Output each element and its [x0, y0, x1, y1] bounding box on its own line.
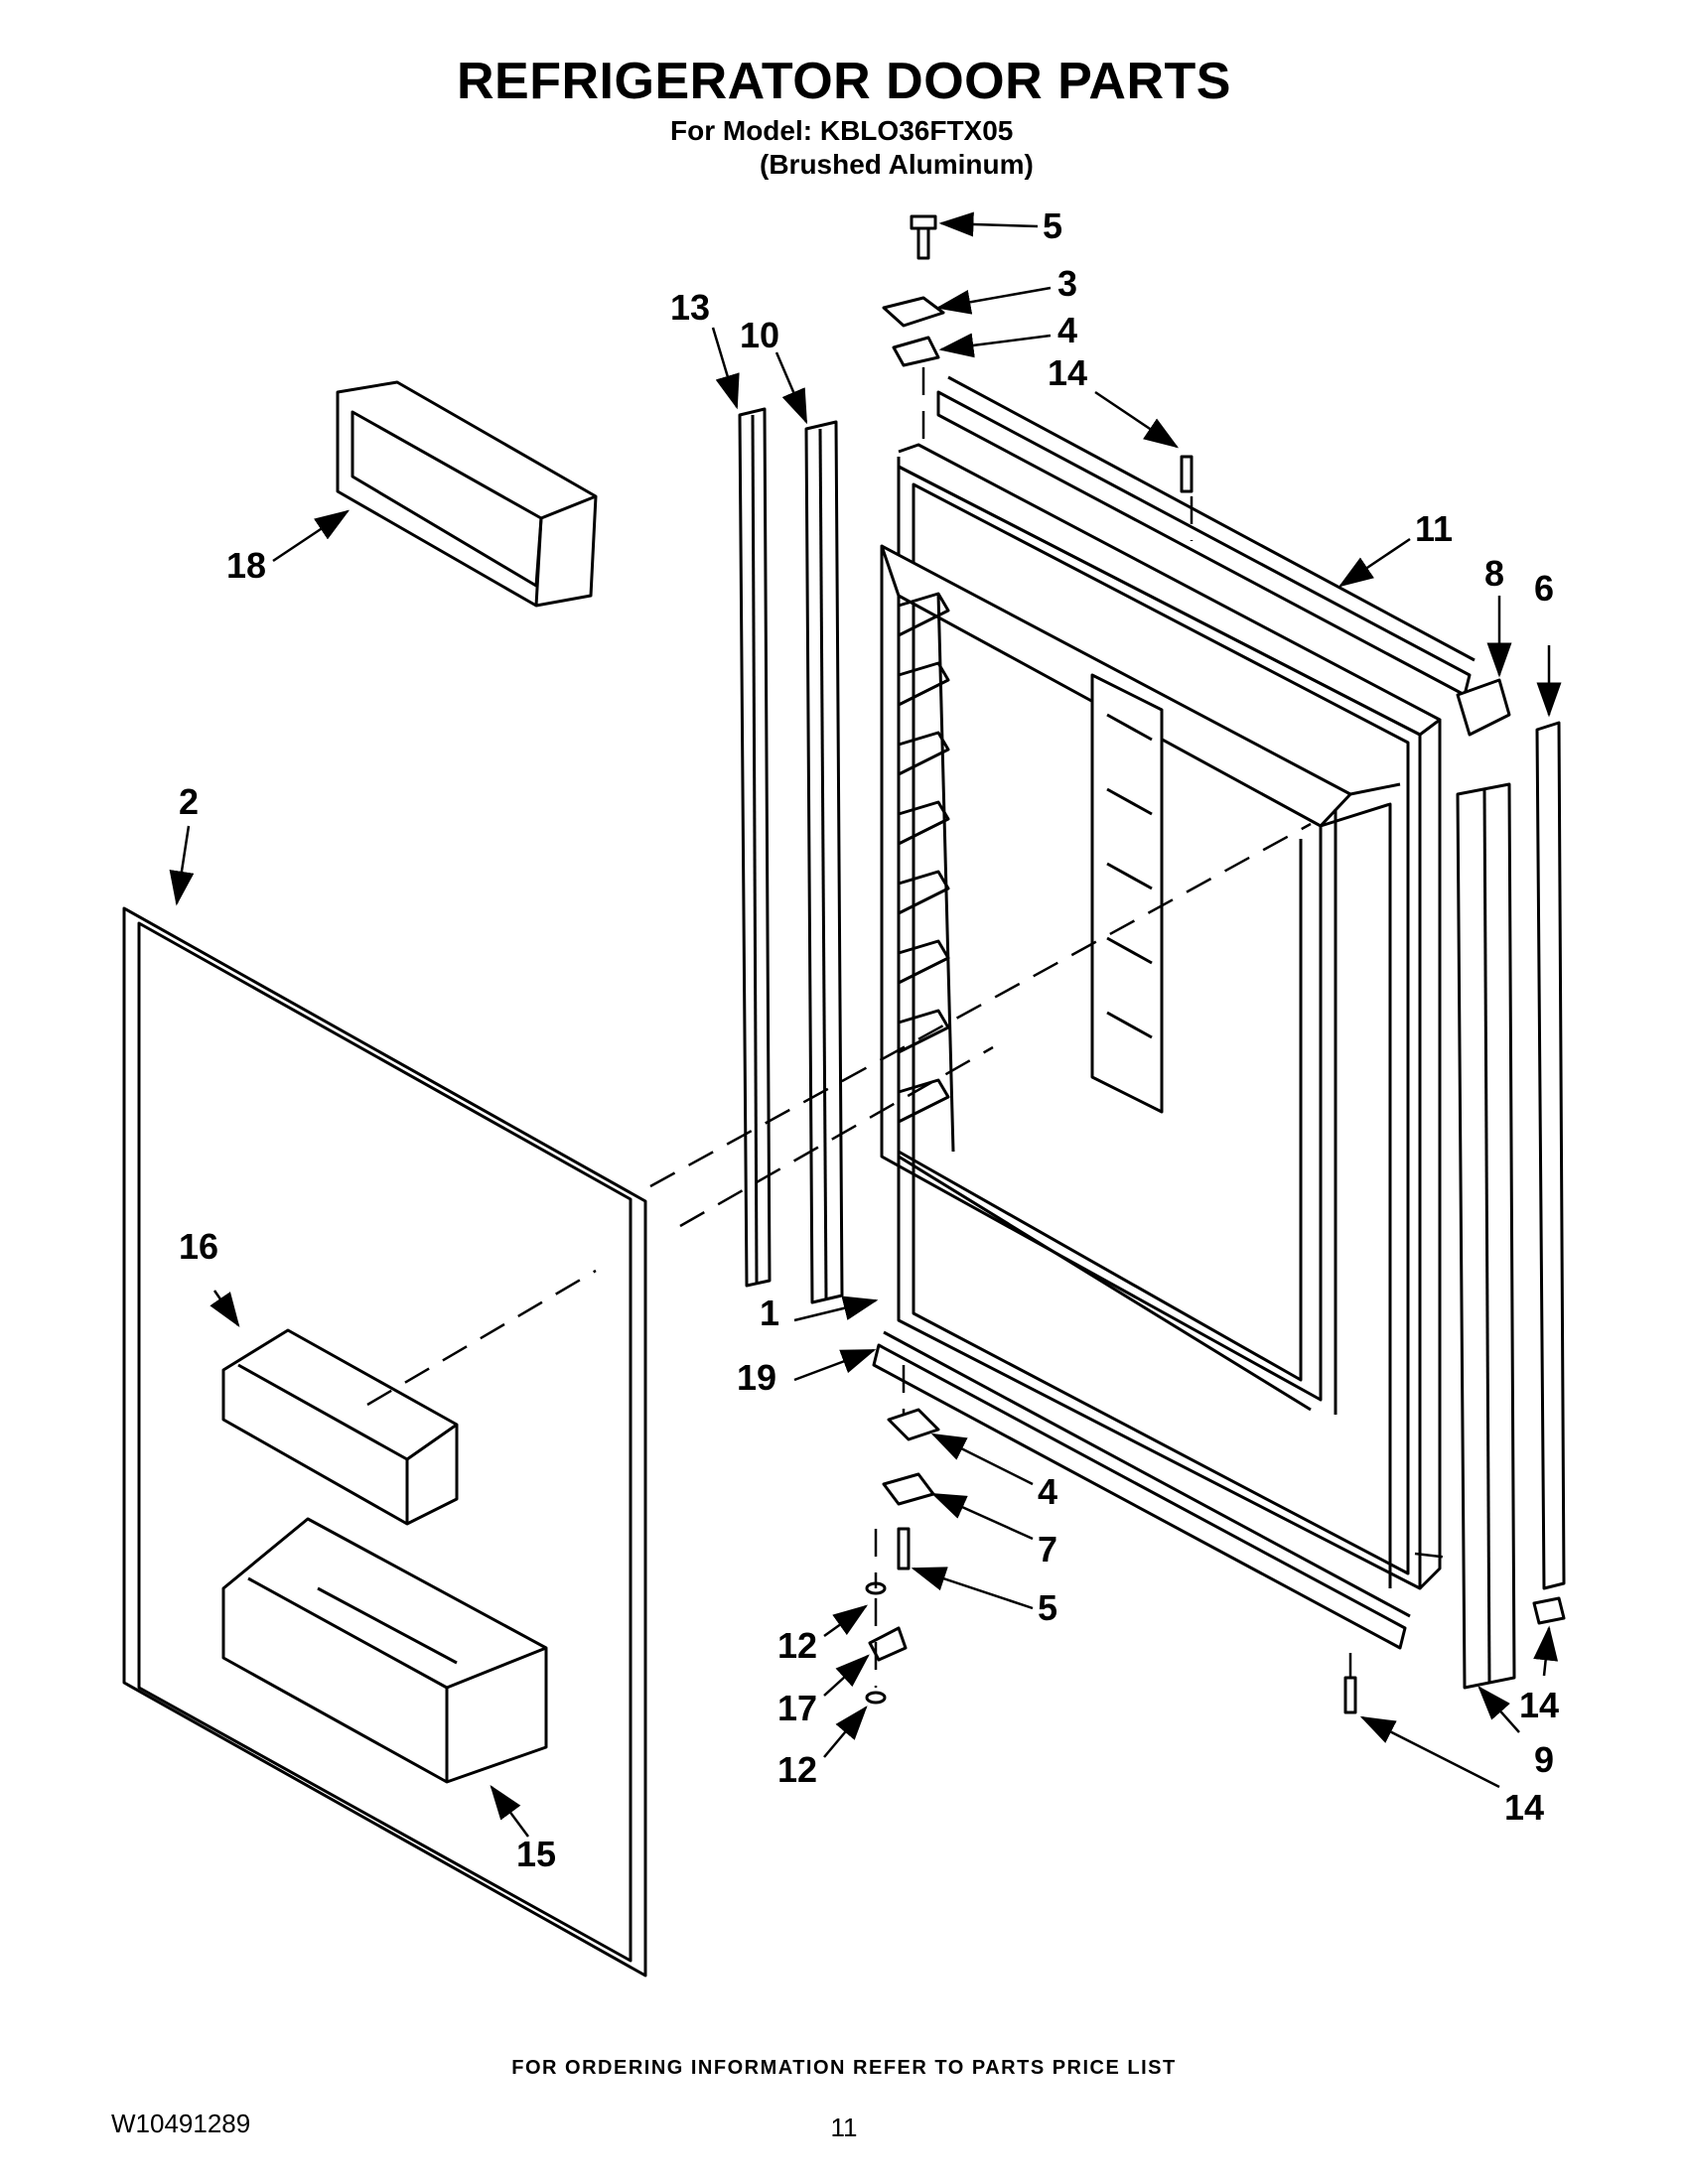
callout-14-top: 14 [1048, 352, 1087, 393]
bottom-hinge-assembly [865, 1408, 940, 1705]
callout-5-top: 5 [1043, 205, 1062, 246]
callout-14-right: 14 [1519, 1685, 1559, 1725]
right-trim-6 [1535, 721, 1566, 1590]
door-liner [880, 443, 1442, 1590]
callout-1: 1 [760, 1293, 779, 1333]
top-hinge-assembly [882, 214, 945, 367]
finish-line: (Brushed Aluminum) [760, 149, 1034, 180]
hinge-cam-8 [1456, 678, 1511, 737]
callout-8: 8 [1484, 553, 1504, 594]
callout-15: 15 [516, 1834, 556, 1874]
callout-5-bottom: 5 [1038, 1587, 1057, 1628]
alignment-lines [366, 367, 1459, 1688]
callout-2: 2 [179, 781, 199, 822]
model-line: For Model: KBLO36FTX05 [670, 115, 1014, 146]
left-shelf-brackets [898, 592, 955, 1153]
callout-6: 6 [1534, 568, 1554, 609]
ordering-note: FOR ORDERING INFORMATION REFER TO PARTS … [511, 2057, 1177, 2079]
screws-14 [1180, 455, 1566, 1714]
page-number: 11 [830, 2113, 858, 2142]
callout-16: 16 [179, 1226, 218, 1267]
callout-7: 7 [1038, 1529, 1057, 1570]
callout-18: 18 [226, 545, 266, 586]
callout-17: 17 [777, 1688, 817, 1728]
door-bin-16 [221, 1328, 459, 1526]
trim-13 [738, 407, 772, 1288]
center-shelf-rail [1090, 673, 1164, 1114]
right-trim-9 [1456, 782, 1516, 1690]
callout-9: 9 [1534, 1739, 1554, 1780]
callout-12-lower: 12 [777, 1749, 817, 1790]
callout-10: 10 [740, 315, 779, 355]
callout-11: 11 [1415, 508, 1453, 549]
door-bin-15 [221, 1517, 548, 1784]
callout-14-bottom: 14 [1504, 1787, 1544, 1828]
handle-bin-18 [336, 380, 598, 608]
callout-3: 3 [1057, 263, 1077, 304]
trim-10 [804, 420, 844, 1304]
callout-4-top: 4 [1057, 310, 1077, 350]
leader-arrows [169, 211, 1562, 1838]
page-title: REFRIGERATOR DOOR PARTS [457, 53, 1231, 110]
callout-4-bottom: 4 [1038, 1471, 1057, 1512]
callout-labels: 5 3 4 14 13 10 11 8 6 18 2 16 1 19 4 7 5… [179, 205, 1559, 1874]
document-number: W10491289 [111, 2109, 251, 2138]
callout-12-upper: 12 [777, 1625, 817, 1666]
callout-13: 13 [670, 287, 710, 328]
callout-19: 19 [737, 1357, 776, 1398]
